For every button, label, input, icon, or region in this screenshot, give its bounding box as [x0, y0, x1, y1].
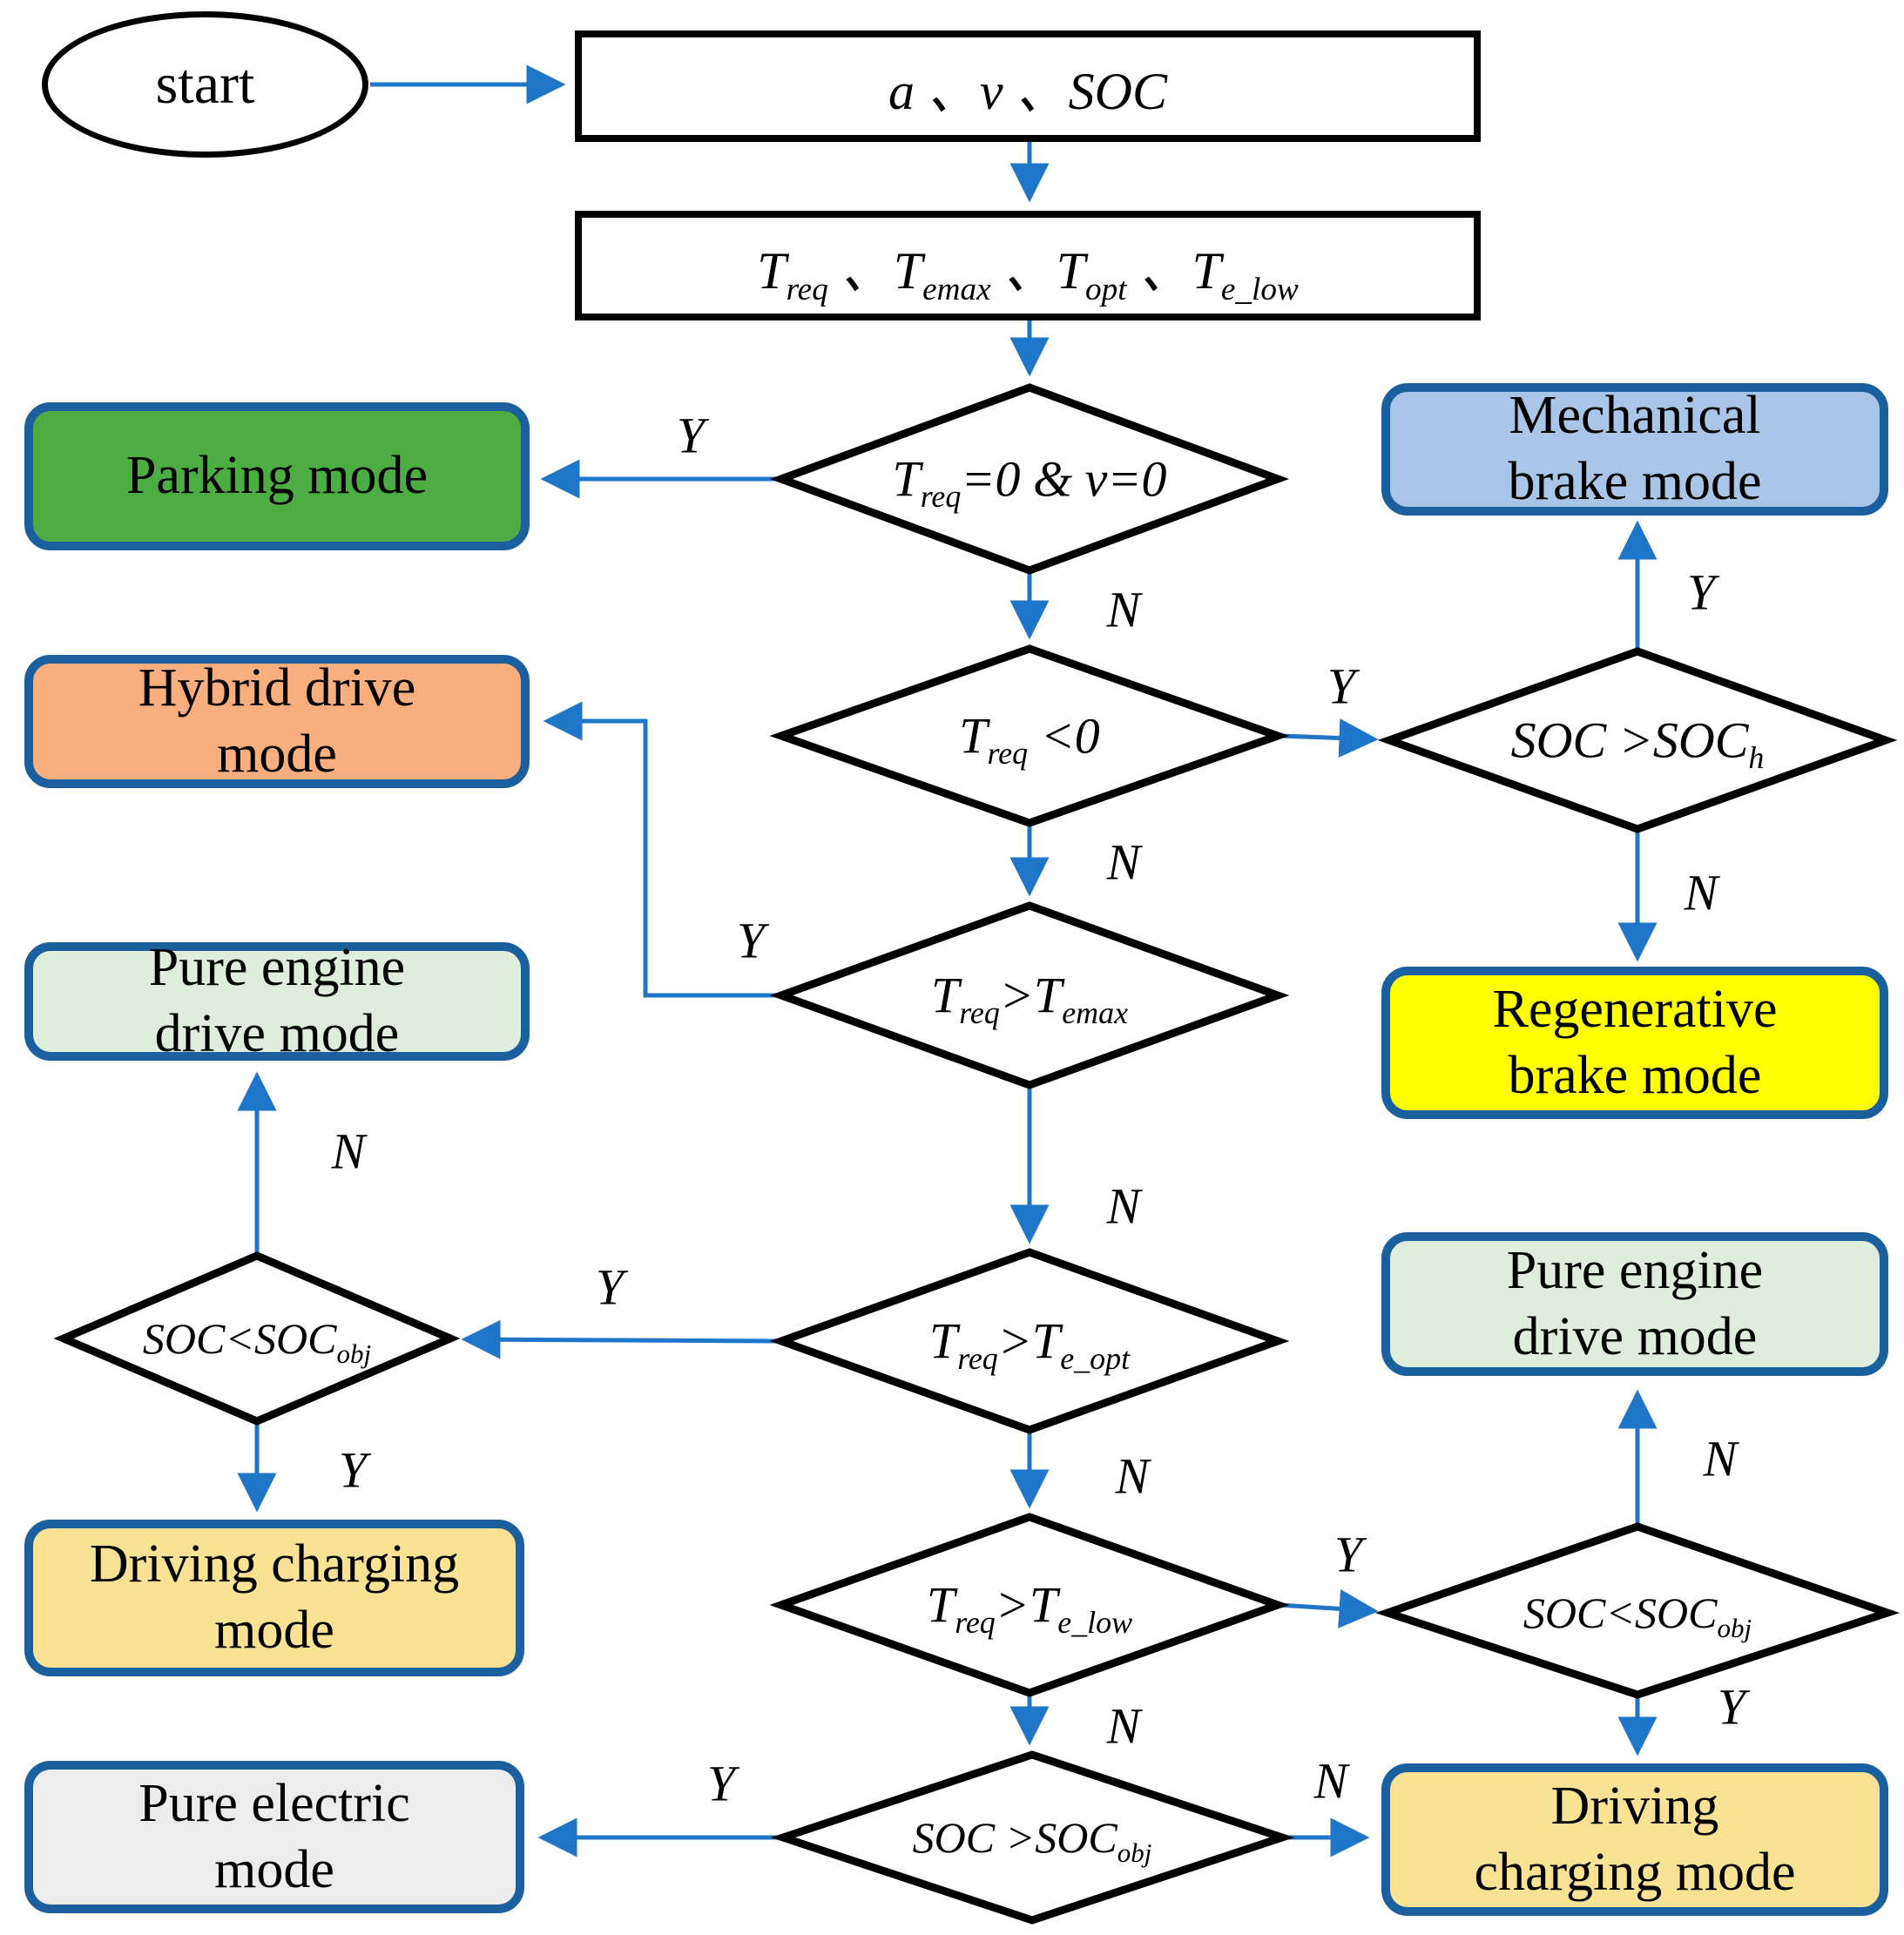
edge-label-dsocright-no: N [1703, 1430, 1738, 1487]
edge-demax-yes-hybrid [543, 701, 778, 998]
mode-box-pure-engine-left: Pure engine drive mode [24, 938, 530, 1063]
mode-label-driving-charging-left: Driving charging mode [89, 1534, 460, 1660]
inputs-box: a 、v 、SOC [575, 30, 1481, 142]
edge-label-dsocbottom-yes: Y [706, 1755, 736, 1812]
edge-label-dstop-yes: Y [676, 407, 706, 464]
diamond-treq-gt-temax [769, 901, 1290, 1089]
diamond-soc-gt-socobj-bottom [770, 1750, 1295, 1925]
mode-label-parking: Parking mode [125, 446, 429, 506]
edge-label-dsoch-yes: Y [1686, 563, 1716, 621]
inputs-label: a 、v 、SOC [888, 62, 1167, 120]
edge-label-dsocright-yes: Y [1717, 1678, 1746, 1736]
edge-label-demax-yes: Y [736, 912, 766, 969]
mode-box-pure-electric: Pure electric mode [24, 1761, 524, 1913]
diamond-treq0-v0 [769, 383, 1290, 575]
decision-label-soc-gt-soch: SOC >SOCh [1510, 711, 1765, 776]
edge-label-dsocleft-yes: Y [338, 1441, 368, 1499]
edge-label-dbrake-no: N [1106, 833, 1141, 891]
diamond-treq-gt-teopt [769, 1248, 1290, 1434]
edge-label-dsoch-no: N [1684, 864, 1718, 921]
edge-label-demax-no: N [1106, 1177, 1141, 1235]
mode-box-driving-charging-right: Driving charging mode [1381, 1763, 1888, 1916]
start-terminator: start [42, 11, 368, 158]
torques-label: Treq 、Temax 、Topt 、Te_low [757, 241, 1299, 307]
torques-box: Treq 、Temax 、Topt 、Te_low [575, 211, 1481, 320]
decision-label-treq-lt-0: Treq <0 [959, 707, 1100, 772]
mode-label-pure-electric: Pure electric mode [138, 1773, 410, 1899]
decision-label-treq0-v0: Treq=0 & v=0 [892, 450, 1167, 515]
mode-box-pure-engine-right: Pure engine drive mode [1381, 1232, 1888, 1376]
edge-label-deopt-no: N [1115, 1447, 1150, 1505]
edge-deopt-yes-dsocleft [461, 1319, 779, 1359]
edge-delow-yes-dsocright [1279, 1588, 1379, 1628]
mode-label-pure-engine-right: Pure engine drive mode [1506, 1240, 1764, 1366]
edge-label-delow-no: N [1106, 1697, 1141, 1755]
mode-box-driving-charging-left: Driving charging mode [24, 1520, 524, 1676]
edge-label-deopt-yes: Y [595, 1258, 625, 1316]
diamond-soc-lt-socobj-left [53, 1251, 461, 1426]
diamond-treq-lt-0 [769, 644, 1290, 827]
mode-label-regenerative-brake: Regenerative brake mode [1492, 979, 1778, 1105]
mode-label-hybrid-drive: Hybrid drive mode [138, 657, 416, 784]
mode-label-mechanical-brake: Mechanical brake mode [1508, 386, 1762, 511]
decision-label-treq-gt-telow: Treq>Te_low [926, 1576, 1133, 1641]
decision-label-soc-lt-socobj-right: SOC<SOCobj [1523, 1588, 1752, 1643]
mode-box-parking: Parking mode [24, 402, 530, 550]
start-label: start [155, 52, 255, 116]
diamond-treq-gt-telow [769, 1513, 1290, 1697]
edge-label-dsocbottom-no: N [1313, 1752, 1348, 1810]
mode-label-pure-engine-left: Pure engine drive mode [148, 938, 406, 1063]
diamond-soc-gt-soch [1377, 647, 1898, 833]
mode-label-driving-charging-right: Driving charging mode [1474, 1776, 1796, 1902]
decision-label-treq-gt-teopt: Treq>Te_opt [928, 1312, 1131, 1377]
mode-box-hybrid-drive: Hybrid drive mode [24, 655, 530, 788]
edge-label-delow-yes: Y [1333, 1526, 1363, 1583]
decision-label-soc-gt-socobj-bottom: SOC >SOCobj [912, 1813, 1152, 1868]
diamond-soc-lt-socobj-right [1374, 1522, 1901, 1699]
decision-label-treq-gt-temax: Treq>Temax [930, 967, 1129, 1031]
mode-box-mechanical-brake: Mechanical brake mode [1381, 383, 1888, 516]
decision-label-soc-lt-socobj-left: SOC<SOCobj [142, 1314, 372, 1369]
edge-dbrake-yes-dsoch [1279, 718, 1379, 758]
mode-box-regenerative-brake: Regenerative brake mode [1381, 967, 1888, 1119]
edge-label-dstop-no: N [1106, 581, 1141, 638]
edge-label-dbrake-yes: Y [1327, 657, 1356, 715]
edge-label-dsocleft-no: N [331, 1123, 366, 1180]
